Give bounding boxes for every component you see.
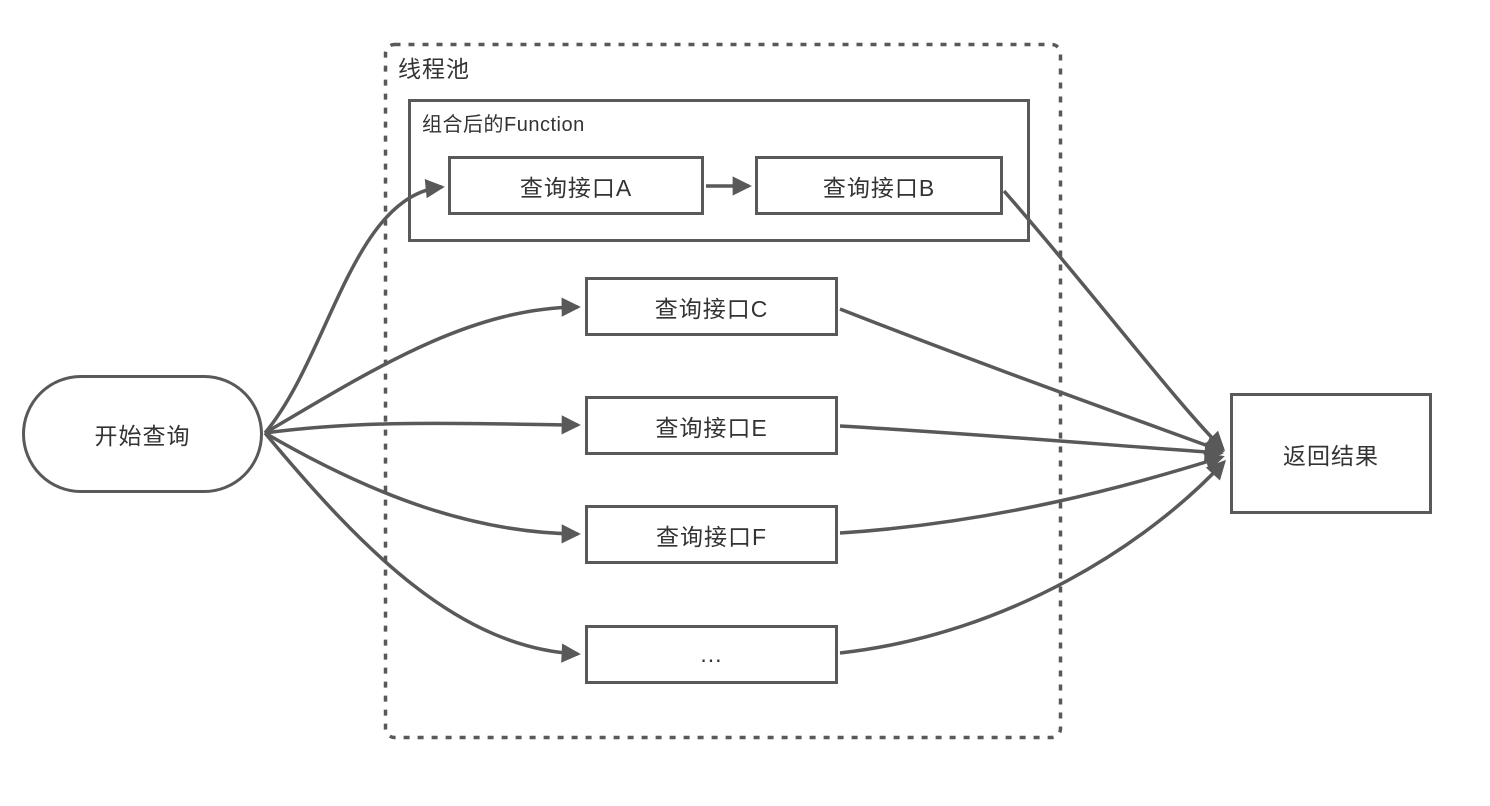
edge-api-c-to-result — [839, 307, 1225, 455]
edge-start-to-api-e — [264, 415, 581, 435]
query-api-c-node: 查询接口C — [585, 277, 838, 336]
query-api-more-node: ... — [585, 625, 838, 684]
edge-api-e-to-result — [839, 424, 1224, 462]
start-node-label: 开始查询 — [94, 423, 191, 449]
query-api-c-label: 查询接口C — [654, 295, 769, 322]
query-api-b-node: 查询接口B — [755, 156, 1003, 215]
edge-more-to-result — [839, 459, 1226, 655]
query-api-f-node: 查询接口F — [585, 505, 838, 564]
query-api-a-label: 查询接口A — [519, 174, 633, 201]
edge-start-to-api-f — [264, 431, 581, 544]
edge-api-b-to-result — [1002, 189, 1226, 452]
thread-pool-label: 线程池 — [398, 56, 470, 82]
composed-function-group: 组合后的Function — [408, 99, 1030, 242]
edge-start-to-more — [263, 431, 581, 663]
query-api-e-label: 查询接口E — [655, 414, 768, 441]
result-node-label: 返回结果 — [1283, 442, 1379, 469]
edge-start-to-api-c — [264, 297, 581, 435]
result-node: 返回结果 — [1230, 393, 1432, 514]
composed-function-label: 组合后的Function — [422, 114, 585, 136]
start-node: 开始查询 — [22, 375, 263, 493]
edge-start-to-api-a — [263, 179, 445, 435]
query-api-more-label: ... — [700, 641, 723, 667]
query-api-f-label: 查询接口F — [655, 523, 768, 550]
query-api-a-node: 查询接口A — [448, 156, 704, 215]
thread-pool-container: 线程池 — [384, 43, 1062, 739]
query-api-e-node: 查询接口E — [585, 396, 838, 455]
edge-api-f-to-result — [839, 452, 1225, 535]
query-api-b-label: 查询接口B — [822, 174, 936, 201]
